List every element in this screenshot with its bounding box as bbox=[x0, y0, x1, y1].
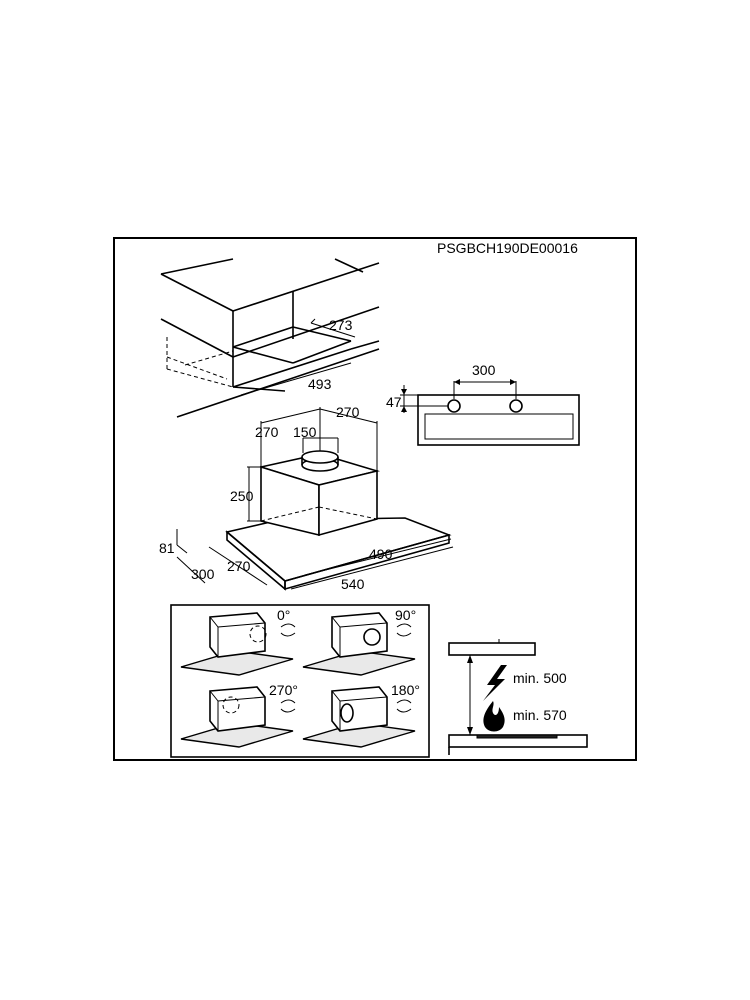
rotate-arrows-icon bbox=[280, 623, 296, 637]
rotation-90: 90° bbox=[302, 607, 416, 676]
lightning-icon bbox=[483, 665, 507, 701]
hood-box-height-label: 250 bbox=[230, 488, 254, 504]
rotation-options-panel bbox=[170, 604, 430, 758]
installation-diagram: PSGBCH190DE00016 273 493 bbox=[159, 240, 588, 758]
hood-depth-inner-label: 270 bbox=[227, 558, 251, 574]
rotation-90-label: 90° bbox=[395, 607, 416, 623]
clearance-electric-label: min. 500 bbox=[513, 670, 567, 686]
rotation-270: 270° bbox=[180, 682, 298, 748]
rotate-arrows-icon bbox=[396, 699, 412, 713]
flame-icon bbox=[483, 701, 505, 732]
rotation-180-label: 180° bbox=[391, 682, 420, 698]
rotate-arrows-icon bbox=[396, 623, 412, 637]
rotate-arrows-icon bbox=[280, 699, 296, 713]
cabinet-depth-label: 273 bbox=[329, 317, 353, 333]
rear-view-drawing bbox=[400, 379, 580, 446]
clearance-drawing bbox=[448, 639, 588, 755]
rear-height-label: 47 bbox=[386, 394, 402, 410]
hood-depth-outer-label: 300 bbox=[191, 566, 215, 582]
hood-width-inner-label: 490 bbox=[369, 546, 393, 562]
hood-outlet-diameter-label: 150 bbox=[293, 424, 317, 440]
rotation-180: 180° bbox=[302, 682, 420, 748]
document-code: PSGBCH190DE00016 bbox=[437, 240, 578, 256]
hood-left-offset-label: 270 bbox=[255, 424, 279, 440]
hood-right-offset-label: 270 bbox=[336, 404, 360, 420]
diagram-frame: PSGBCH190DE00016 273 493 bbox=[113, 237, 637, 761]
rotation-270-label: 270° bbox=[269, 682, 298, 698]
hood-width-outer-label: 540 bbox=[341, 576, 365, 592]
clearance-gas-label: min. 570 bbox=[513, 707, 567, 723]
rotation-0-label: 0° bbox=[277, 607, 290, 623]
cabinet-width-label: 493 bbox=[308, 376, 332, 392]
rotation-0: 0° bbox=[180, 607, 296, 676]
hood-panel-height-label: 81 bbox=[159, 540, 175, 556]
cabinet-drawing bbox=[160, 258, 380, 418]
rear-hole-spacing-label: 300 bbox=[472, 362, 496, 378]
hood-drawing bbox=[176, 407, 454, 591]
